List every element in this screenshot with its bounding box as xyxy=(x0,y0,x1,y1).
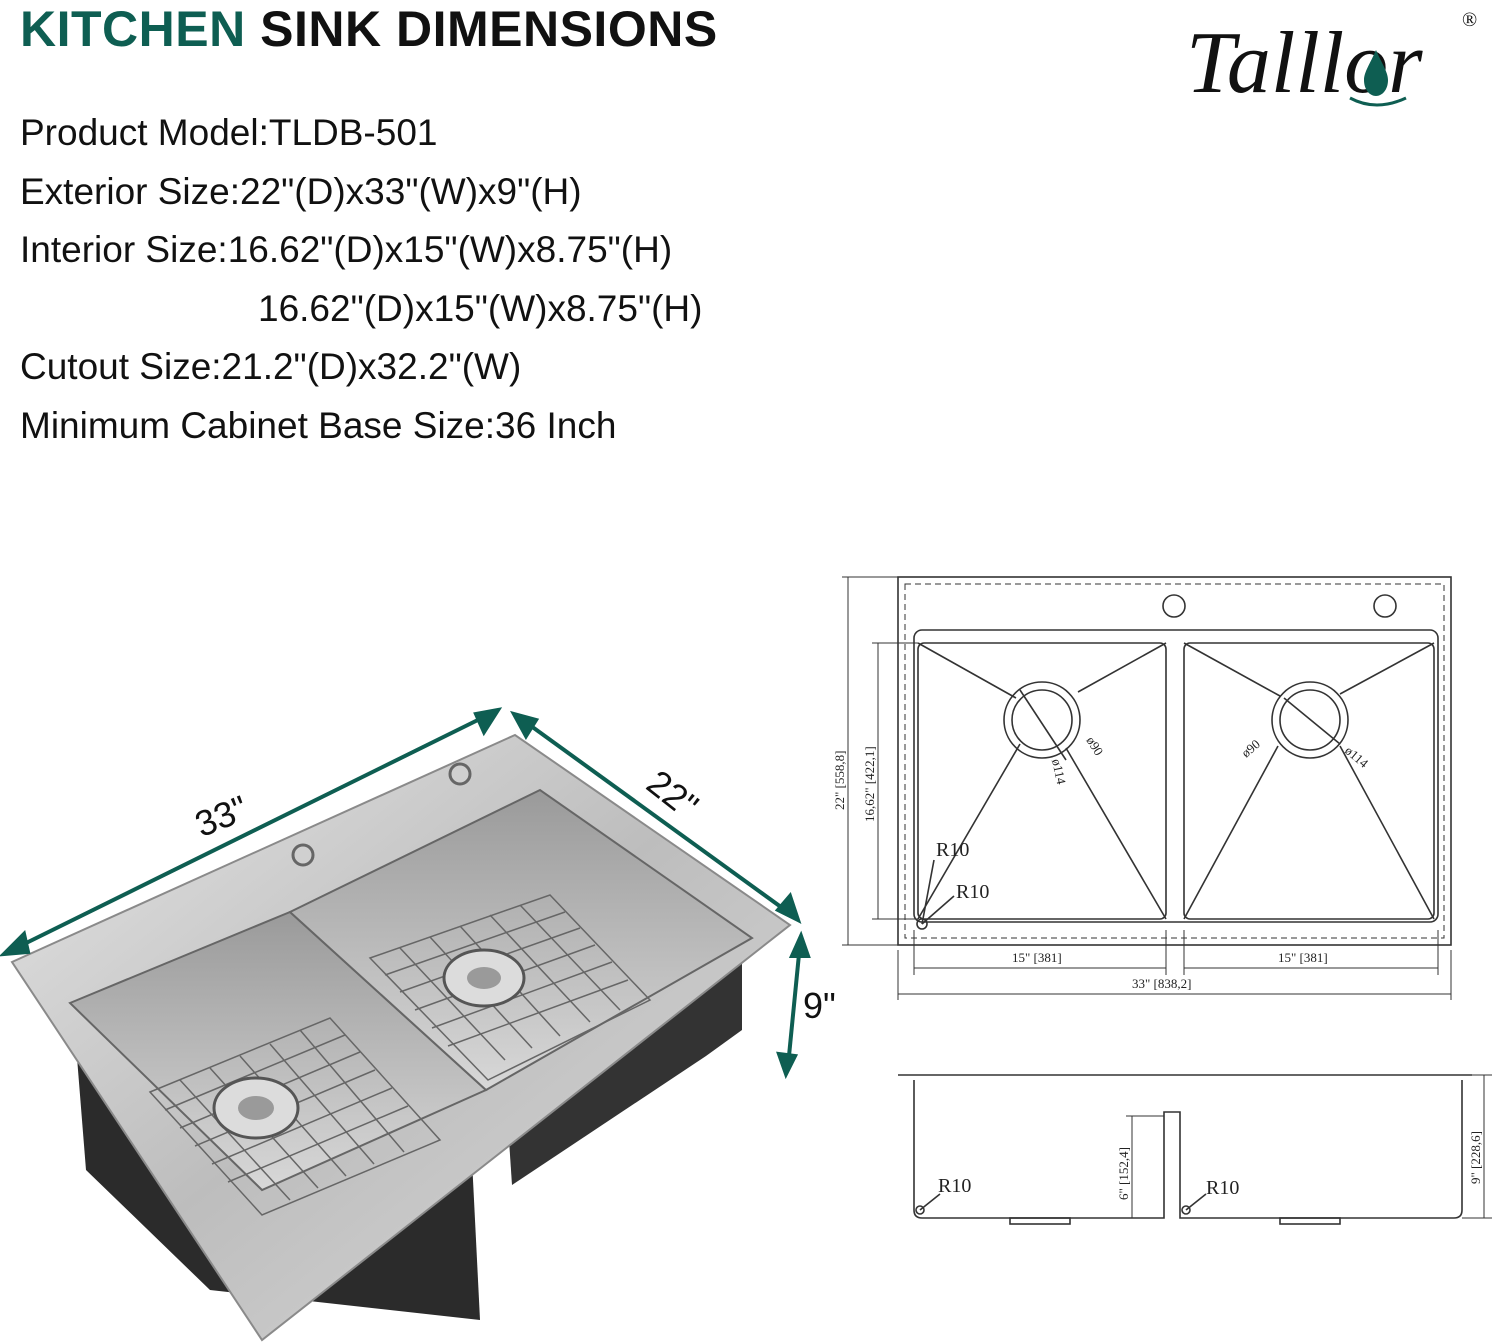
deck-outline xyxy=(897,576,1452,946)
top-view-drawing: 22" [558,8] 16,62" [422,1] 15" [381] 15"… xyxy=(832,576,1452,1000)
radius-label-2: R10 xyxy=(956,881,989,903)
registered-mark: ® xyxy=(1462,9,1477,31)
bowl-right-outline xyxy=(1183,642,1435,920)
total-width-label: 33" [838,2] xyxy=(1132,976,1191,991)
bowl-right-width-label: 15" [381] xyxy=(1278,950,1328,965)
side-left-bowl xyxy=(913,1080,1463,1219)
spec-interior-2: 16.62"(D)x15"(W)x8.75"(H) xyxy=(258,287,703,329)
bowl-right xyxy=(288,788,754,1092)
drain-right-outer-label: ø114 xyxy=(1342,743,1372,771)
height-total-label: 9" [228,6] xyxy=(1468,1131,1483,1184)
sink-illustration: 33" 22" 9" xyxy=(0,707,836,1342)
strainer-right-icon xyxy=(442,948,526,1008)
depth-arrow xyxy=(509,710,802,924)
bowl-left-width-label: 15" [381] xyxy=(1012,950,1062,965)
height-arrow xyxy=(776,930,811,1080)
radius-label-1: R10 xyxy=(936,839,969,861)
depth-bowl-label: 16,62" [422,1] xyxy=(862,746,877,822)
logo-text: Talllor xyxy=(1186,15,1423,112)
drain-outer-label: ø114 xyxy=(1049,758,1069,787)
page-title: KITCHEN SINK DIMENSIONS xyxy=(20,0,718,58)
spec-exterior: Exterior Size:22"(D)x33"(W)x9"(H) xyxy=(20,170,582,212)
radius-left-label: R10 xyxy=(938,1175,971,1197)
height-label: 9" xyxy=(803,985,836,1026)
bowl-left-outline xyxy=(917,642,1167,920)
drain-right-icon xyxy=(1271,681,1349,759)
width-arrow xyxy=(0,707,503,957)
strainer-left-icon xyxy=(212,1076,300,1140)
spec-interior: Interior Size:16.62"(D)x15"(W)x8.75"(H) xyxy=(20,229,673,270)
drain-right-inner-label: ø90 xyxy=(1238,736,1263,760)
spec-list: Product Model:TLDB-501 Exterior Size:22"… xyxy=(20,104,702,455)
brand-logo: Talllor ® xyxy=(1186,9,1477,112)
title-rest: SINK DIMENSIONS xyxy=(260,1,718,57)
corner-radius-marker xyxy=(916,918,928,930)
spec-cutout: Cutout Size:21.2"(D)x32.2"(W) xyxy=(20,346,522,387)
faucet-hole-2 xyxy=(1373,594,1397,618)
faucet-hole-right xyxy=(448,762,472,786)
spec-cabinet: Minimum Cabinet Base Size:36 Inch xyxy=(20,404,617,446)
divider-height-label: 6" [152,4] xyxy=(1116,1147,1131,1200)
spec-model: Product Model:TLDB-501 xyxy=(20,112,438,153)
depth-label: 22" xyxy=(639,762,706,827)
faucet-hole-1 xyxy=(1162,594,1186,618)
drain-inner-label: ø90 xyxy=(1083,734,1106,758)
radius-right-label: R10 xyxy=(1206,1177,1239,1199)
drain-left-icon xyxy=(1003,681,1081,761)
depth-total-label: 22" [558,8] xyxy=(832,751,847,810)
side-view-drawing: 9" [228,6] 6" [152,4] R10 R10 xyxy=(898,1074,1492,1225)
faucet-hole-left xyxy=(291,843,315,867)
cutout-outline xyxy=(904,583,1445,939)
title-accent: KITCHEN xyxy=(20,1,246,57)
water-drop-icon xyxy=(1349,50,1407,107)
bowl-frame xyxy=(913,629,1439,923)
